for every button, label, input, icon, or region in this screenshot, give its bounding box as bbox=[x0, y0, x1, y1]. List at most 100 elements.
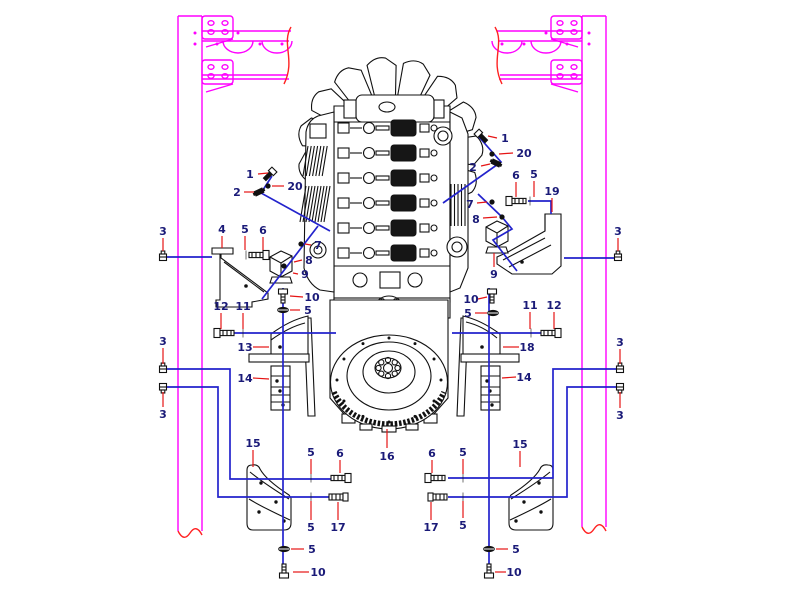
turbo bbox=[446, 236, 468, 258]
callout-label-5: 6 bbox=[259, 224, 267, 237]
engine-illustration bbox=[298, 57, 484, 433]
side-fastener bbox=[158, 362, 168, 374]
dot-fastener bbox=[281, 263, 287, 269]
callout-label-21: 5 bbox=[307, 521, 315, 534]
callout-label-48: 5 bbox=[459, 519, 467, 532]
connection-line-14 bbox=[528, 200, 552, 214]
callout-label-16: 3 bbox=[159, 335, 167, 348]
callout-label-12: 12 bbox=[213, 300, 228, 313]
callout-label-13: 11 bbox=[235, 300, 250, 313]
callout-label-27: 20 bbox=[516, 147, 532, 160]
intake-port bbox=[433, 126, 453, 146]
callout-label-6: 7 bbox=[314, 239, 322, 252]
bracket-front-right-19 bbox=[496, 213, 562, 275]
break-line bbox=[494, 26, 503, 85]
connection-lines bbox=[163, 136, 620, 578]
stud-fastener bbox=[328, 492, 349, 502]
isolator-left-14 bbox=[270, 365, 291, 411]
callout-label-15: 14 bbox=[237, 372, 253, 385]
connection-line-7 bbox=[442, 136, 503, 204]
callout-label-8: 9 bbox=[301, 268, 309, 281]
side-fastener bbox=[615, 382, 625, 394]
callout-label-20: 6 bbox=[336, 447, 344, 460]
callout-label-28: 2 bbox=[469, 161, 477, 174]
callout-label-40: 18 bbox=[519, 341, 534, 354]
leader-line-6 bbox=[304, 243, 312, 246]
bolt-h-fastener bbox=[505, 195, 527, 207]
frame-rail-right bbox=[491, 15, 607, 534]
break-line bbox=[581, 524, 607, 534]
leader-line-41 bbox=[501, 376, 517, 379]
callout-label-39: 12 bbox=[546, 299, 561, 312]
callout-label-18: 15 bbox=[245, 437, 260, 450]
leader-line-35 bbox=[477, 296, 488, 300]
callout-label-33: 8 bbox=[472, 213, 480, 226]
bolt-h-fastener bbox=[424, 472, 446, 484]
connection-line-6 bbox=[163, 386, 330, 498]
leader-line-0 bbox=[257, 172, 269, 175]
callout-label-35: 10 bbox=[463, 293, 479, 306]
washer-fastener bbox=[277, 306, 289, 314]
engine-mount-pad-left-9 bbox=[269, 250, 293, 284]
bolt-h-fastener bbox=[540, 327, 562, 339]
washer-fastener bbox=[483, 545, 495, 553]
break-line bbox=[177, 528, 203, 538]
dot-fastener bbox=[489, 151, 495, 157]
dot-fastener bbox=[298, 241, 304, 247]
frame-rail-left bbox=[177, 15, 293, 538]
stud-fastener bbox=[427, 492, 448, 502]
callout-label-26: 1 bbox=[501, 132, 509, 145]
callout-label-45: 6 bbox=[428, 447, 436, 460]
callout-label-14: 13 bbox=[237, 341, 252, 354]
callout-label-25: 10 bbox=[310, 566, 326, 579]
callout-label-7: 8 bbox=[305, 254, 313, 267]
callout-label-19: 5 bbox=[307, 446, 315, 459]
callout-label-37: 3 bbox=[614, 225, 622, 238]
callout-label-32: 7 bbox=[466, 198, 474, 211]
connection-line-12 bbox=[448, 368, 620, 479]
callout-label-31: 19 bbox=[544, 185, 559, 198]
callout-label-3: 4 bbox=[218, 223, 226, 236]
connection-line-5 bbox=[163, 368, 344, 480]
break-line bbox=[283, 26, 292, 85]
dot-fastener bbox=[265, 183, 271, 189]
bracket-front-left-4 bbox=[211, 247, 269, 308]
callout-label-11: 3 bbox=[159, 225, 167, 238]
callout-label-0: 1 bbox=[246, 168, 254, 181]
leader-line-27 bbox=[498, 152, 514, 155]
callout-label-4: 5 bbox=[241, 223, 249, 236]
washer-fastener bbox=[278, 545, 290, 553]
side-fastener bbox=[158, 382, 168, 394]
leader-line-33 bbox=[482, 216, 498, 219]
bolt-h-fastener bbox=[248, 249, 270, 261]
cylinder-rows bbox=[337, 119, 438, 262]
connection-line-1 bbox=[261, 225, 319, 300]
bolt-v-fastener bbox=[277, 288, 289, 304]
callout-label-23: 16 bbox=[379, 450, 395, 463]
side-fastener bbox=[613, 250, 623, 262]
leader-line-26 bbox=[487, 135, 498, 139]
callout-label-22: 17 bbox=[330, 521, 345, 534]
bolt-v-fastener bbox=[278, 563, 290, 579]
callout-label-49: 5 bbox=[512, 543, 520, 556]
callout-label-38: 11 bbox=[522, 299, 537, 312]
isolator-right-14 bbox=[480, 365, 501, 411]
bracket-rear-right-18 bbox=[460, 315, 520, 363]
leader-line-28 bbox=[480, 163, 491, 167]
side-fastener bbox=[615, 362, 625, 374]
side-fastener bbox=[158, 250, 168, 262]
callout-label-30: 5 bbox=[530, 168, 538, 181]
bolt-h-fastener bbox=[330, 472, 352, 484]
callout-label-46: 5 bbox=[459, 446, 467, 459]
leader-line-9 bbox=[289, 295, 304, 298]
callout-label-42: 3 bbox=[616, 336, 624, 349]
callout-label-36: 5 bbox=[464, 307, 472, 320]
callout-label-50: 10 bbox=[506, 566, 522, 579]
callout-label-47: 17 bbox=[423, 521, 438, 534]
leader-line-7 bbox=[293, 259, 303, 263]
leader-line-8 bbox=[292, 272, 299, 275]
dot-fastener bbox=[499, 214, 505, 220]
